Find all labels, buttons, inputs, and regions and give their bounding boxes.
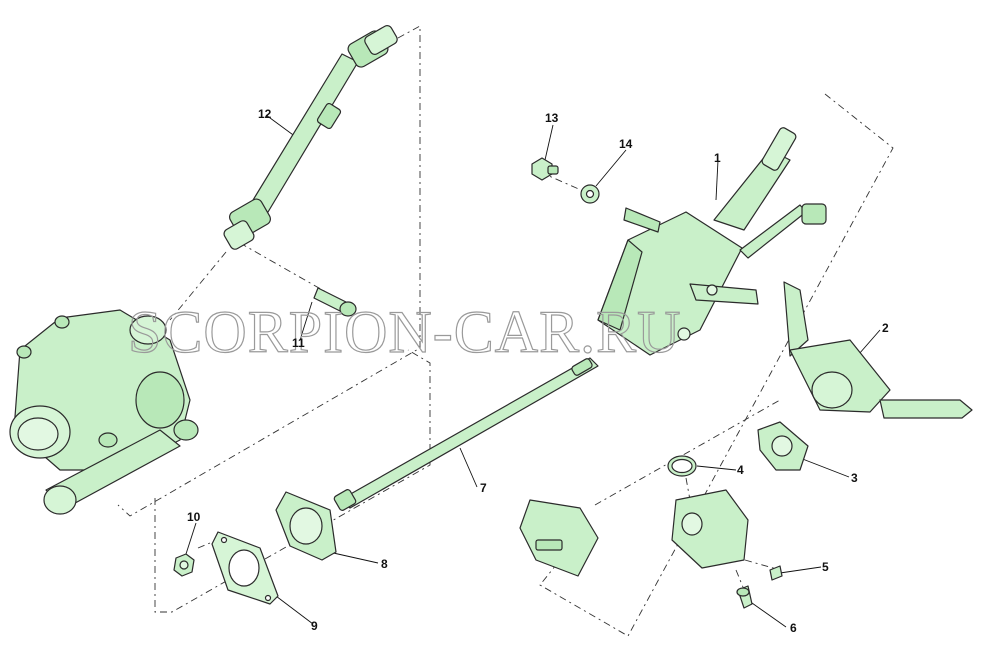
watermark-text: SCORPION-CAR.RU [128,299,681,365]
lock-housing [671,489,749,569]
callout-11: 11 [292,336,305,350]
callout-12: 12 [258,107,272,121]
combination-switch-part-2 [783,281,973,419]
ring-part-4 [667,455,697,477]
washer-part-14 [580,184,600,204]
callout-1: 1 [714,151,721,165]
gasket-plate-part-9 [211,531,279,605]
callout-7: 7 [480,481,487,495]
callout-3: 3 [851,471,858,485]
bolt-part-13 [531,157,559,181]
screw-part-5 [769,565,783,581]
callout-4: 4 [737,463,744,477]
callout-10: 10 [187,510,201,524]
callout-13: 13 [545,111,559,125]
column-shroud [519,499,599,577]
steering-column-part-1 [597,127,827,356]
callout-9: 9 [311,619,318,633]
bolt-part-11 [313,287,357,317]
steering-shaft-part-7 [333,357,599,511]
callout-labels: 1 2 3 4 5 6 7 8 9 10 11 12 13 14 [187,107,889,635]
callout-5: 5 [822,560,829,574]
callout-8: 8 [381,557,388,571]
callout-2: 2 [882,321,889,335]
callout-6: 6 [790,621,797,635]
boot-cover-part-8 [275,491,337,561]
bolt-part-6 [736,585,753,609]
intermediate-shaft-part-12 [223,25,398,250]
callout-14: 14 [619,137,633,151]
nut-part-10 [173,553,195,577]
group-outlines [117,25,894,637]
steering-gear-box [9,309,199,515]
contact-unit-part-3 [757,421,809,471]
